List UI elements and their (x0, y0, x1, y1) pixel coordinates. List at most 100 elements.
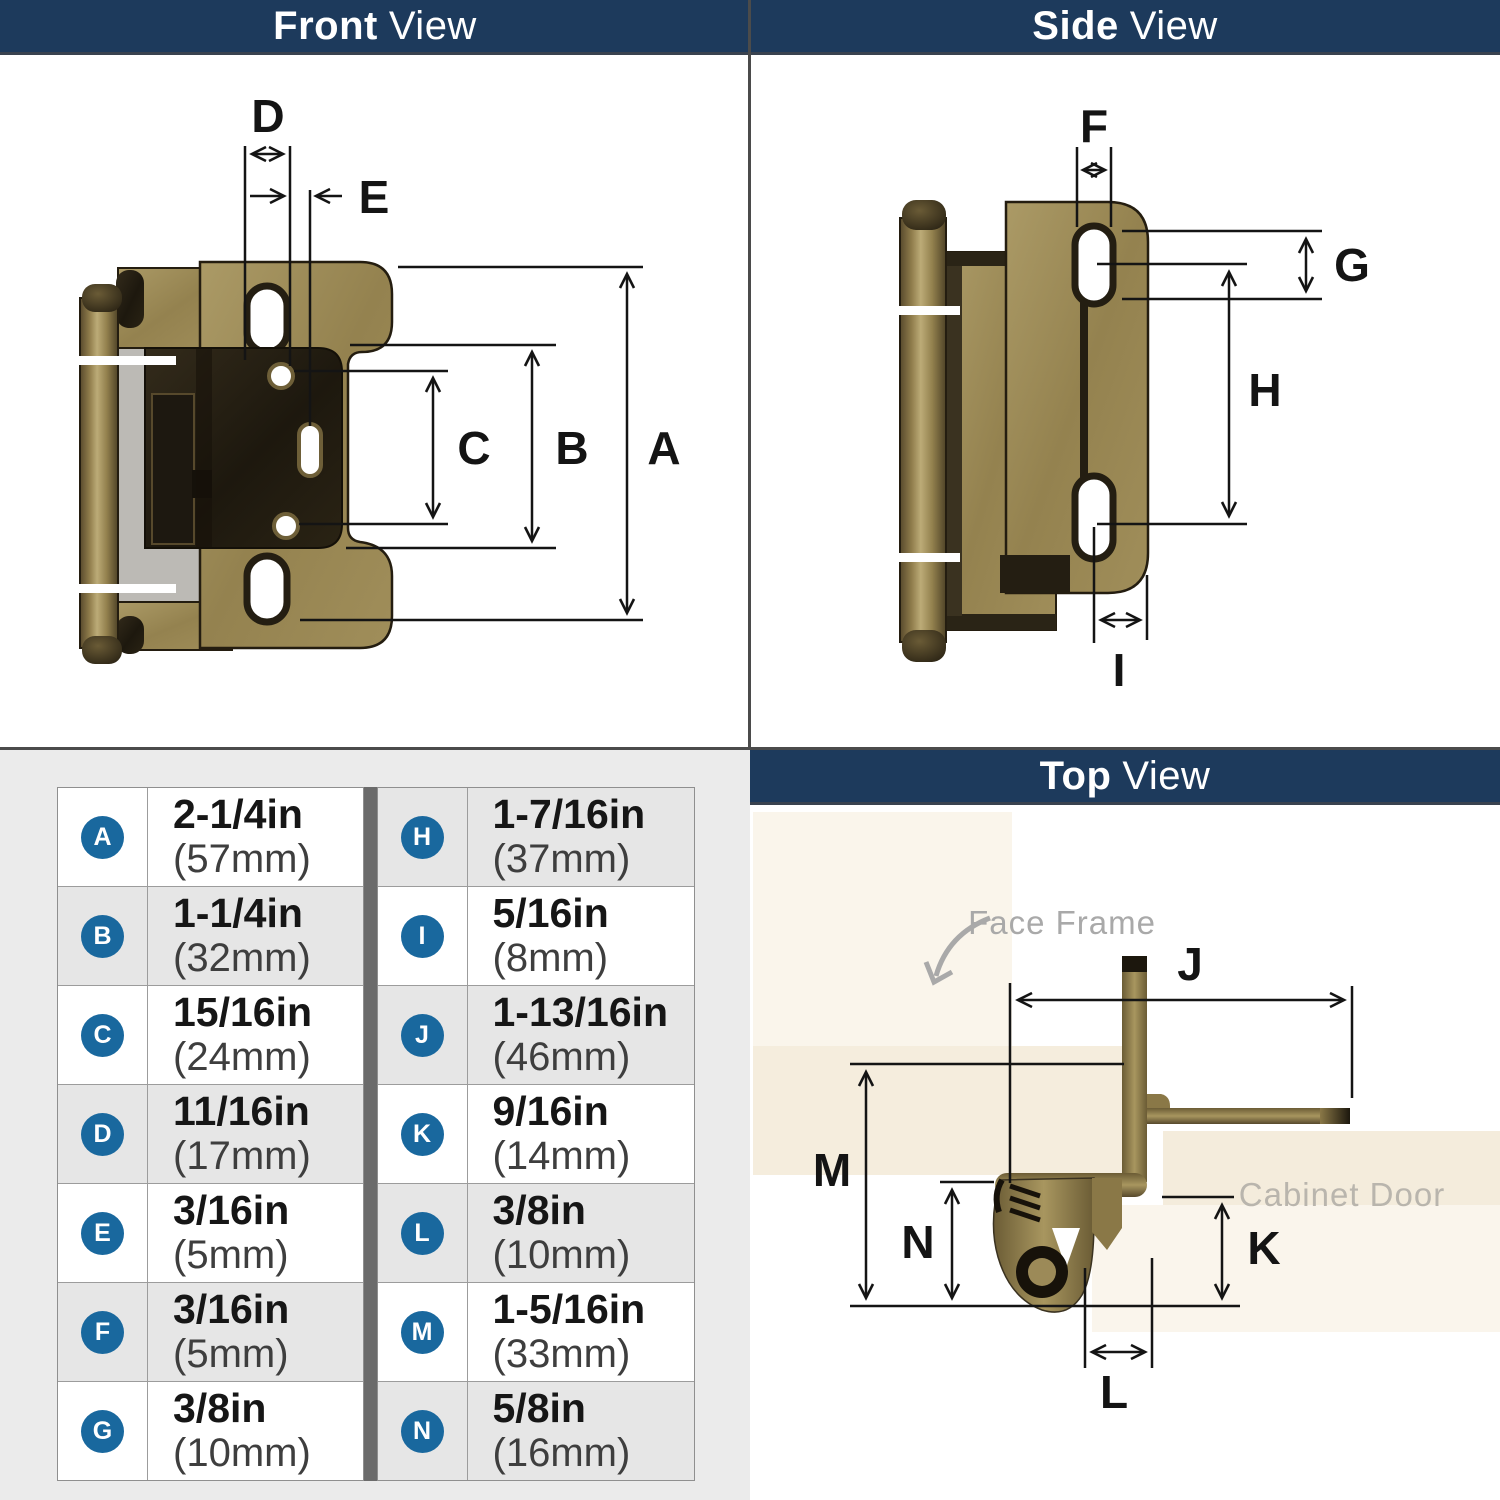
value-in-k: 9/16in (492, 1088, 609, 1135)
front-barrel-cap-top (82, 284, 122, 312)
value-mm-d: (17mm) (173, 1133, 311, 1178)
side-bottom-bracket (1000, 555, 1070, 593)
top-hinge-illustration (992, 956, 1350, 1313)
top-dimension-lines (850, 983, 1354, 1368)
side-hinge-illustration (890, 200, 1150, 662)
value-mm-i: (8mm) (492, 935, 609, 980)
cabinet-door-lower-block (1092, 1205, 1500, 1332)
value-in-j: 1-13/16in (492, 989, 669, 1036)
cabinet-door-block (1163, 1131, 1500, 1205)
table-row-h: H 1-7/16in(37mm) (377, 788, 694, 886)
value-mm-g: (10mm) (173, 1430, 311, 1475)
front-dim-label-d: D (251, 90, 284, 142)
dimension-table-right: H 1-7/16in(37mm) I 5/16in(8mm) J 1-13/16… (376, 787, 695, 1481)
face-frame-block (753, 1046, 1123, 1175)
side-dim-label-h: H (1248, 364, 1281, 416)
front-view-title-bold: Front (273, 3, 378, 48)
table-row-g: G 3/8in(10mm) (58, 1381, 363, 1480)
side-knuckle-gap-bottom (890, 553, 960, 562)
front-dim-label-c: C (457, 422, 490, 474)
value-in-g: 3/8in (173, 1385, 267, 1432)
badge-g: G (81, 1409, 124, 1453)
badge-c: C (81, 1013, 124, 1057)
side-dimension-lines (1075, 147, 1322, 643)
front-view-header: Front View (0, 0, 750, 55)
value-in-m: 1-5/16in (492, 1286, 646, 1333)
value-in-h: 1-7/16in (492, 791, 646, 838)
front-dim-label-e: E (359, 171, 390, 223)
side-dim-label-g: G (1334, 239, 1370, 291)
side-barrel-cap-top (902, 200, 946, 230)
dimension-table: A 2-1/4in(57mm) B 1-1/4in(32mm) C 15/16i… (57, 787, 695, 1481)
badge-l: L (400, 1211, 444, 1255)
badge-k: K (400, 1112, 444, 1156)
side-view-header: Side View (750, 0, 1500, 55)
cabinet-door-label: Cabinet Door (1239, 1176, 1445, 1213)
front-middle-keyhole (297, 422, 323, 478)
cabinet-backdrop (753, 812, 1500, 1332)
top-view-drawing: Face Frame Cabinet Door (753, 812, 1500, 1418)
top-view-title-bold: Top (1039, 753, 1112, 798)
value-in-n: 5/8in (492, 1385, 586, 1432)
side-view-title-bold: Side (1032, 3, 1119, 48)
value-mm-k: (14mm) (492, 1133, 631, 1178)
table-row-c: C 15/16in(24mm) (58, 985, 363, 1084)
top-view-title-rest: View (1122, 753, 1211, 798)
top-hook-edge (993, 1178, 1005, 1213)
side-body-shade (946, 266, 962, 616)
value-in-c: 15/16in (173, 989, 313, 1036)
badge-n: N (400, 1409, 444, 1453)
table-row-m: M 1-5/16in(33mm) (377, 1282, 694, 1381)
table-row-e: E 3/16in(5mm) (58, 1183, 363, 1282)
quadrant-divider-vertical (748, 0, 751, 750)
value-in-b: 1-1/4in (173, 890, 303, 937)
table-row-j: J 1-13/16in(46mm) (377, 985, 694, 1084)
value-mm-h: (37mm) (492, 836, 631, 881)
value-mm-n: (16mm) (492, 1430, 631, 1475)
top-dim-label-k: K (1247, 1222, 1280, 1274)
side-dim-label-i: I (1113, 644, 1126, 696)
top-strap-vertical-tip (1122, 956, 1147, 972)
badge-f: F (81, 1310, 124, 1354)
value-mm-b: (32mm) (173, 935, 311, 980)
top-pin-core (1028, 1258, 1056, 1286)
face-frame-label: Face Frame (968, 904, 1156, 941)
front-hinge-illustration (64, 260, 394, 664)
table-row-d: D 11/16in(17mm) (58, 1084, 363, 1183)
front-dim-label-b: B (555, 422, 588, 474)
side-view-title-rest: View (1129, 3, 1218, 48)
badge-d: D (81, 1112, 124, 1156)
front-leaf-top-curl (116, 270, 144, 328)
top-strap-horizontal-tip (1320, 1108, 1350, 1124)
table-row-a: A 2-1/4in(57mm) (58, 788, 363, 886)
value-mm-f: (5mm) (173, 1331, 289, 1376)
front-view-panel: Front View (0, 0, 750, 750)
value-in-i: 5/16in (492, 890, 609, 937)
front-leaf-bottom-curl (116, 616, 144, 654)
value-mm-l: (10mm) (492, 1232, 631, 1277)
front-knuckle-gap-bottom (64, 584, 176, 593)
front-spring-housing (151, 393, 195, 545)
side-slot-channel (1080, 296, 1088, 486)
table-row-n: N 5/8in(16mm) (377, 1381, 694, 1480)
side-barrel-cap-bottom (902, 630, 946, 662)
table-row-l: L 3/8in(10mm) (377, 1183, 694, 1282)
front-ridge (196, 348, 212, 548)
face-frame-arrow (933, 915, 991, 977)
top-strap-jog (1147, 1094, 1170, 1108)
front-bottom-slot (243, 552, 291, 626)
top-spring-coil (1009, 1183, 1041, 1223)
top-strap-horizontal (1147, 1108, 1350, 1124)
value-in-e: 3/16in (173, 1187, 290, 1234)
front-bottom-screw-hole (272, 512, 300, 540)
front-barrel-cap-bottom (82, 636, 122, 664)
side-knuckle-gap-top (890, 306, 960, 315)
front-knuckle-gap-top (64, 356, 176, 365)
table-divider (363, 787, 377, 1481)
front-dimension-lines (243, 145, 643, 622)
table-row-k: K 9/16in(14mm) (377, 1084, 694, 1183)
side-view-drawing: F G H I (890, 100, 1370, 696)
front-barrel (79, 297, 119, 649)
value-mm-j: (46mm) (492, 1034, 631, 1079)
